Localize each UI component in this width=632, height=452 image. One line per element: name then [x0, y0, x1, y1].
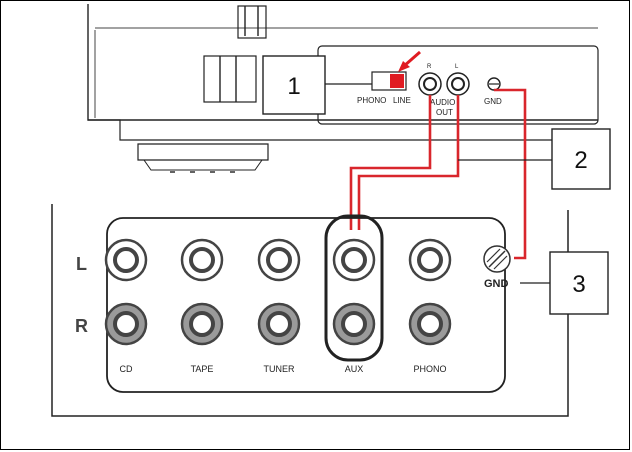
cd-l-jack-inner	[113, 247, 139, 273]
switch-knob	[390, 74, 404, 88]
phono-l-jack-inner	[417, 247, 443, 273]
callout-2-number: 2	[574, 147, 587, 174]
cd-r-jack-inner	[113, 311, 139, 337]
callout-2: 2	[458, 128, 611, 190]
audio-out-r-label: R	[427, 64, 432, 70]
audio-out-jacks	[418, 72, 470, 96]
phono-line-switch[interactable]	[371, 71, 407, 91]
tuner-r-jack-inner	[266, 311, 292, 337]
cd-input-label: CD	[120, 364, 133, 374]
tuner-input-label: TUNER	[264, 364, 295, 374]
tape-r-jack-inner	[189, 311, 215, 337]
aux-l-jack-inner	[341, 247, 367, 273]
callout-3-number: 3	[572, 271, 585, 298]
arrow-icon	[398, 50, 421, 72]
receiver-r-label: R	[75, 316, 88, 336]
audio-out-label-line1: AUDIO	[430, 98, 455, 107]
turntable-gnd-terminal	[487, 77, 501, 91]
audio-out-l-label: L	[455, 64, 459, 70]
receiver-gnd-label: GND	[484, 278, 509, 290]
tape-l-jack-inner	[189, 247, 215, 273]
callout-1: 1	[262, 55, 372, 115]
phono-input-label: PHONO	[413, 364, 446, 374]
callout-1-number: 1	[287, 73, 300, 100]
callout-3: 3	[520, 251, 609, 315]
rca-cable	[349, 95, 460, 230]
aux-input-label: AUX	[345, 364, 364, 374]
audio-out-label-line2: OUT	[436, 108, 453, 117]
turntable	[87, 4, 599, 173]
aux-highlight	[324, 214, 384, 362]
phono-r-jack-inner	[417, 311, 443, 337]
tuner-l-jack-inner	[266, 247, 292, 273]
switch-phono-label: PHONO	[357, 96, 386, 105]
receiver-gnd-terminal	[483, 245, 511, 273]
receiver-l-label: L	[76, 254, 87, 274]
receiver-input-jacks: CD TAPE TUNER AUX PHONO	[104, 238, 452, 374]
ground-wire	[494, 88, 527, 260]
tape-input-label: TAPE	[191, 364, 214, 374]
switch-line-label: LINE	[393, 96, 411, 105]
aux-r-jack-inner	[341, 311, 367, 337]
turntable-gnd-label: GND	[484, 97, 502, 106]
